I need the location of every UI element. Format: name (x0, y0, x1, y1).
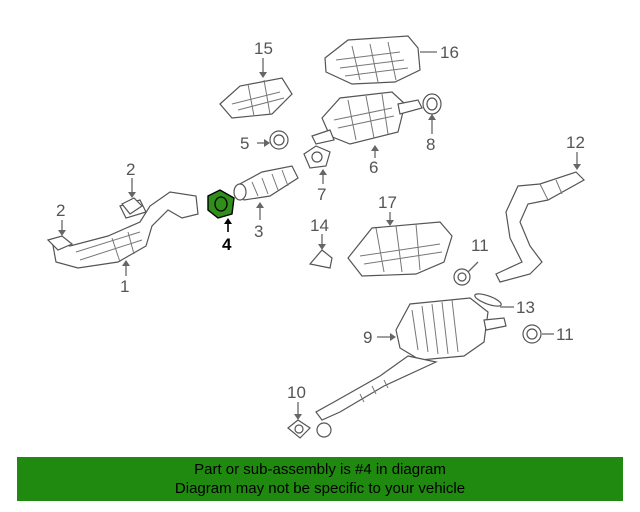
callout-4: 4 (222, 235, 232, 254)
hanger-ring-5 (257, 130, 289, 150)
heat-shield-15 (219, 58, 293, 119)
callout-15: 15 (254, 39, 273, 58)
callout-2-left: 2 (56, 201, 65, 220)
callout-9: 9 (363, 328, 372, 347)
heat-shield-17 (347, 212, 453, 277)
exhaust-parts-diagram: 16 15 6 8 5 7 (46, 35, 585, 439)
gasket-10 (287, 402, 311, 439)
manifold-gasket-2-upper (121, 178, 143, 215)
gasket-7 (303, 145, 331, 184)
callout-3: 3 (254, 222, 263, 241)
tail-pipe-12 (495, 152, 585, 283)
callout-8: 8 (426, 135, 435, 154)
callout-2-upper: 2 (126, 160, 135, 179)
manifold-gasket-2-left (46, 220, 74, 251)
bracket-14 (308, 234, 333, 269)
muffler-9 (315, 297, 507, 438)
hanger-ring-11-lower (522, 324, 554, 344)
hanger-ring-8 (422, 93, 442, 134)
resonator-6 (311, 91, 423, 158)
callout-11-lower: 11 (556, 325, 574, 344)
callout-5: 5 (240, 134, 249, 153)
banner-line-1: Part or sub-assembly is #4 in diagram (194, 461, 446, 478)
gasket-4-highlighted (207, 189, 235, 232)
callout-6: 6 (369, 158, 378, 177)
callout-16: 16 (440, 43, 459, 62)
callout-1: 1 (120, 277, 129, 296)
callout-7: 7 (317, 185, 326, 204)
heat-shield-upper-16 (324, 35, 437, 85)
callout-13: 13 (516, 298, 535, 317)
callout-14: 14 (310, 216, 329, 235)
callout-10: 10 (287, 383, 306, 402)
hanger-ring-11-upper (453, 261, 479, 286)
callout-17: 17 (378, 193, 397, 212)
gasket-13 (474, 293, 514, 308)
banner-line-2: Diagram may not be specific to your vehi… (174, 480, 466, 497)
catalytic-converter-3 (233, 165, 299, 220)
callout-11-upper: 11 (471, 236, 489, 255)
info-banner: Part or sub-assembly is #4 in diagram Di… (17, 457, 623, 501)
callout-12: 12 (566, 133, 585, 152)
